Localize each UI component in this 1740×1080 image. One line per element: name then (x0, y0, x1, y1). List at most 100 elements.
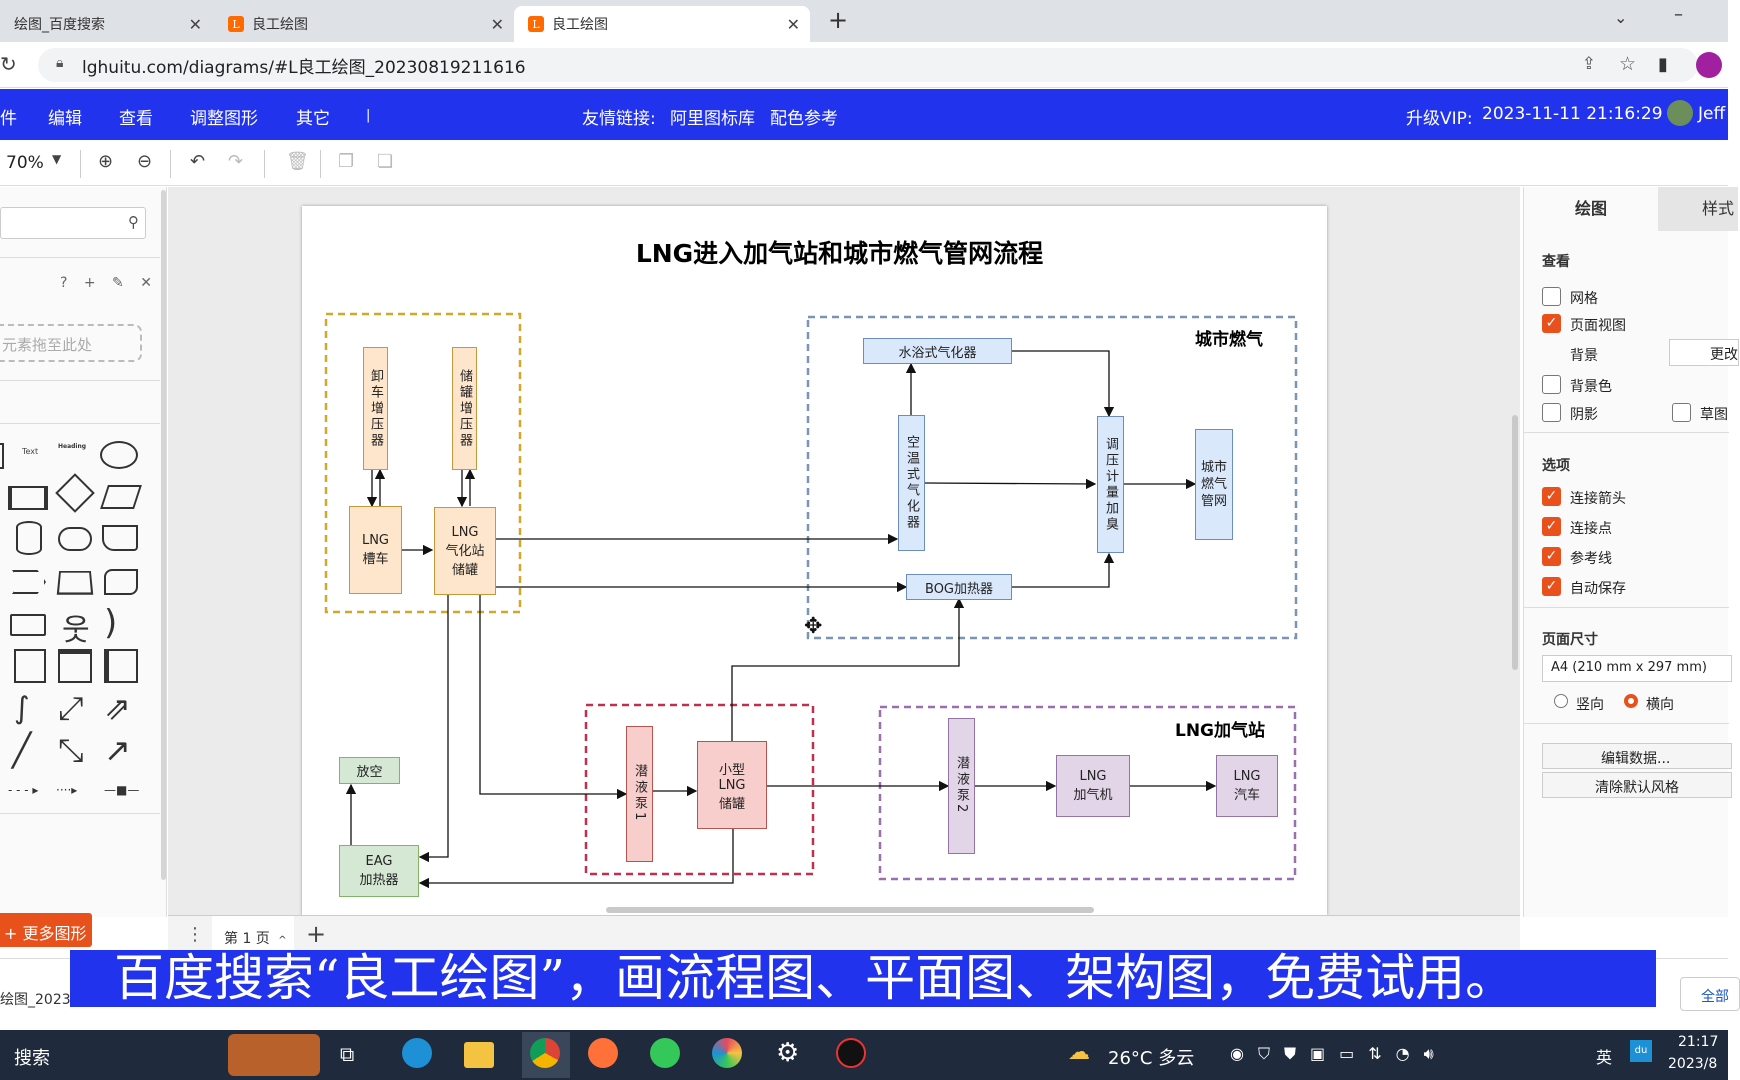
edit-data-button[interactable]: 编辑数据... (1542, 743, 1732, 769)
new-tab-button[interactable]: + (828, 6, 849, 34)
chrome-icon[interactable] (530, 1038, 560, 1068)
shape-container[interactable] (58, 649, 92, 683)
menu-other[interactable]: 其它 (296, 109, 330, 129)
shape-dotted-arrow[interactable]: ····▸ (56, 783, 78, 797)
shadow-checkbox[interactable] (1542, 403, 1561, 422)
node-lng-truck[interactable]: LNG 槽车 (349, 506, 402, 594)
node-gasify-tank[interactable]: LNG 气化站 储罐 (434, 507, 496, 595)
guides-checkbox[interactable]: ✓ (1542, 547, 1561, 566)
zoom-select[interactable]: 70% (6, 153, 44, 173)
edge-browser-icon[interactable] (402, 1038, 432, 1068)
share-icon[interactable]: ⇪ (1581, 54, 1596, 74)
portrait-radio[interactable] (1554, 694, 1568, 708)
vertical-scrollbar[interactable] (1512, 415, 1518, 670)
horizontal-scrollbar[interactable] (606, 907, 1094, 913)
link-iconfont[interactable]: 阿里图标库 (670, 109, 755, 129)
reload-icon[interactable]: ↻ (0, 52, 17, 76)
diagram-title[interactable]: LNG进入加气站和城市燃气管网流程 (635, 239, 1044, 268)
page-size-select[interactable]: A4 (210 mm x 297 mm) (1542, 655, 1732, 682)
menu-view[interactable]: 查看 (119, 109, 153, 129)
sketch-checkbox[interactable] (1672, 403, 1691, 422)
clock-time[interactable]: 21:17 (1678, 1034, 1719, 1050)
landscape-radio[interactable] (1624, 694, 1638, 708)
shape-curve[interactable]: ∫ (14, 691, 30, 726)
tab-search-chevron-icon[interactable]: ⌄ (1614, 8, 1628, 27)
show-all-downloads-button[interactable]: 全部 (1680, 977, 1740, 1011)
grid-checkbox[interactable] (1542, 287, 1561, 306)
minimize-window-icon[interactable]: – (1674, 4, 1683, 25)
zoom-in-icon[interactable]: ⊕ (98, 151, 114, 172)
green-app-icon[interactable] (650, 1038, 680, 1068)
zoom-out-icon[interactable]: ⊖ (137, 151, 153, 172)
node-submersible-pump-2[interactable]: 潜液泵2 (948, 718, 975, 854)
settings-gear-icon[interactable]: ⚙ (776, 1038, 800, 1068)
shape-bi-line[interactable]: ⤡ (58, 731, 84, 769)
shape-step[interactable] (12, 570, 46, 594)
shape-cloud[interactable] (58, 527, 92, 551)
side-panel-icon[interactable]: ▮ (1658, 54, 1668, 75)
shape-rect[interactable] (0, 443, 4, 469)
language-indicator[interactable]: 英 (1596, 1048, 1613, 1067)
add-page-icon[interactable]: + (306, 920, 327, 948)
shape-square[interactable] (14, 649, 46, 683)
clock-date[interactable]: 2023/8 (1668, 1056, 1718, 1072)
redo-icon[interactable]: ↷ (228, 151, 244, 172)
shape-trapezoid[interactable] (56, 570, 94, 595)
close-tab-icon[interactable]: ✕ (490, 15, 504, 34)
shape-dashed-arrow[interactable]: - - - ▸ (8, 783, 39, 797)
shape-text[interactable]: Text (22, 447, 39, 456)
shape-search-input[interactable]: ⚲ (0, 207, 146, 239)
shape-bidirectional-arrow[interactable]: ⤢ (58, 689, 84, 727)
node-city-gas-network[interactable]: 城市燃气管网 (1195, 429, 1233, 540)
scratchpad-dropzone[interactable]: 元素拖至此处 (0, 324, 142, 362)
weather-text[interactable]: 26°C 多云 (1108, 1048, 1195, 1069)
shape-cylinder[interactable] (16, 521, 42, 555)
scratchpad-actions[interactable]: ? + ✎ ✕ (60, 275, 158, 291)
shape-arrow[interactable]: ⇗ (104, 689, 131, 727)
shape-callout[interactable] (10, 614, 46, 636)
shape-directional-line[interactable]: ↗ (104, 731, 131, 769)
menu-arrange[interactable]: 调整图形 (190, 109, 258, 129)
du-icon[interactable]: du (1630, 1040, 1652, 1062)
profile-avatar[interactable] (1696, 52, 1722, 78)
node-unload-booster[interactable]: 卸车增压器 (363, 347, 388, 470)
user-name[interactable]: Jeff (1698, 104, 1726, 124)
page-tab-1[interactable]: 第 1 页 ^ (212, 916, 294, 954)
shape-parallelogram[interactable] (100, 485, 142, 509)
close-tab-icon[interactable]: ✕ (188, 15, 202, 34)
bookmark-star-icon[interactable]: ☆ (1618, 53, 1636, 75)
node-air-vaporizer[interactable]: 空温式气化器 (898, 415, 925, 551)
to-front-icon[interactable]: ❐ (338, 151, 355, 172)
undo-icon[interactable]: ↶ (190, 151, 206, 172)
tray-icons[interactable]: ◉⛉⛊▣▭⇅◔🔊︎ (1230, 1044, 1448, 1063)
node-regulate-meter-odorize[interactable]: 调压计量加臭 (1097, 416, 1124, 553)
browser-tab-active[interactable]: L 良工绘图 ✕ (514, 6, 810, 42)
color-app-icon[interactable] (712, 1038, 742, 1068)
node-small-lng-tank[interactable]: 小型 LNG 储罐 (697, 741, 767, 829)
link-color-ref[interactable]: 配色参考 (770, 109, 838, 129)
shape-document[interactable] (102, 525, 138, 551)
vip-label[interactable]: 升级VIP: (1406, 109, 1473, 129)
zoom-dropdown-icon[interactable]: ▼ (52, 152, 62, 166)
connection-points-checkbox[interactable]: ✓ (1542, 517, 1561, 536)
user-avatar[interactable] (1667, 100, 1693, 126)
page-view-checkbox[interactable]: ✓ (1542, 314, 1561, 333)
tab-diagram[interactable]: 绘图 (1524, 187, 1658, 231)
menu-file[interactable]: 件 (0, 109, 17, 129)
shape-link[interactable]: —■— (104, 783, 140, 797)
task-view-icon[interactable]: ⧉ (340, 1042, 355, 1066)
node-lng-dispenser[interactable]: LNG 加气机 (1056, 755, 1130, 817)
menu-edit[interactable]: 编辑 (48, 109, 82, 129)
url-field[interactable]: 🔒︎ lghuitu.com/diagrams/#L良工绘图_202308192… (38, 48, 1698, 82)
clear-default-style-button[interactable]: 清除默认风格 (1542, 772, 1732, 798)
shape-diamond[interactable] (55, 473, 95, 513)
recorder-icon[interactable] (836, 1038, 866, 1068)
tab-style[interactable]: 样式 (1658, 187, 1738, 231)
page-menu-icon[interactable]: ⋮ (186, 924, 204, 945)
shape-swimlane[interactable] (104, 649, 138, 683)
connection-arrows-checkbox[interactable]: ✓ (1542, 487, 1561, 506)
change-background-button[interactable]: 更改 (1669, 339, 1739, 366)
to-back-icon[interactable]: ❏ (377, 151, 394, 172)
shape-line[interactable]: ╱ (12, 731, 32, 769)
delete-icon[interactable]: 🗑︎ (286, 151, 309, 172)
